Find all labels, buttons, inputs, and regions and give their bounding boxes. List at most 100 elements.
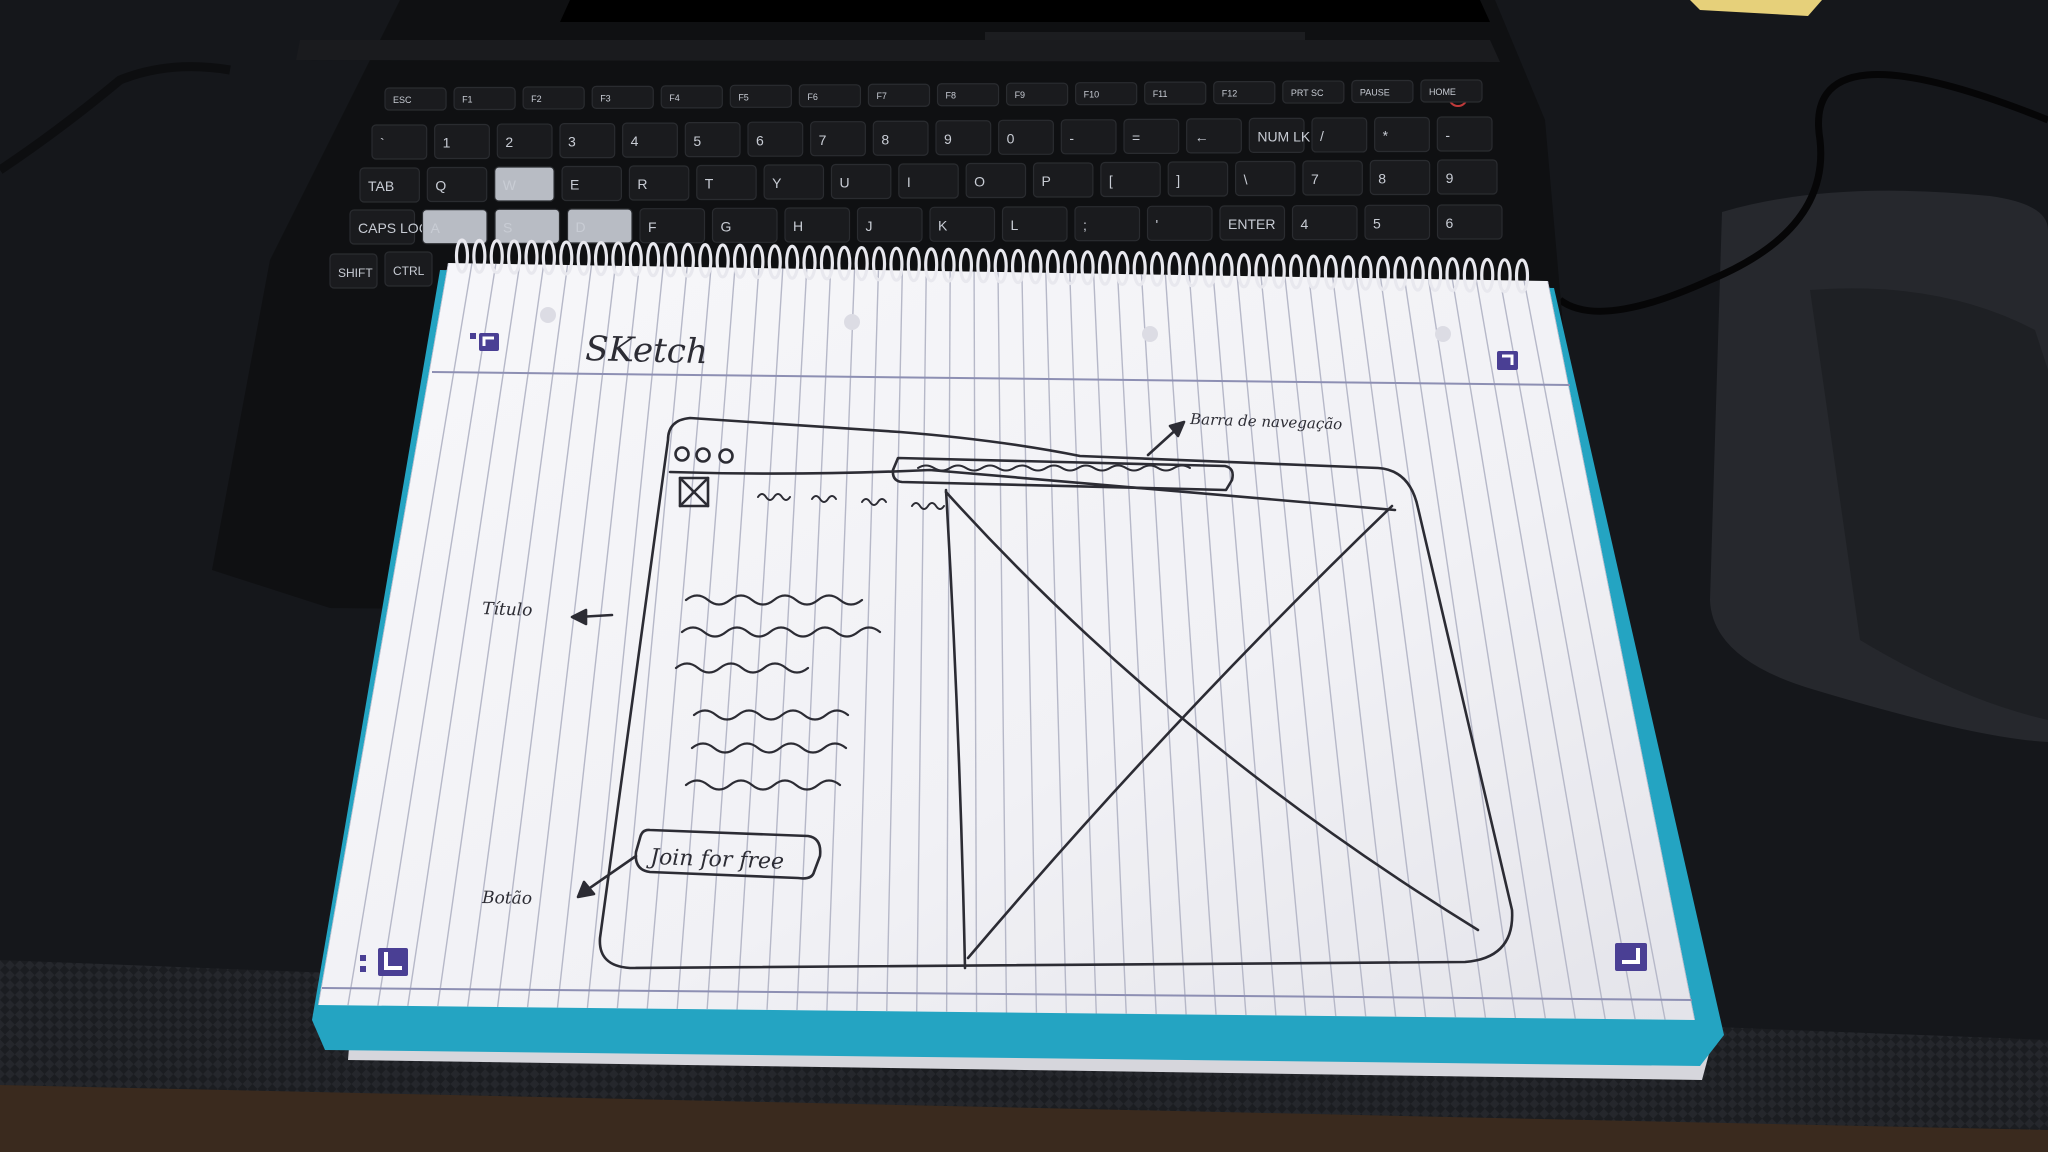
key-r[interactable]: R <box>628 165 690 201</box>
key-e[interactable]: E <box>561 165 623 202</box>
key-y[interactable]: Y <box>763 164 825 200</box>
key--[interactable]: ] <box>1167 161 1229 197</box>
key-l[interactable]: L <box>1001 206 1068 242</box>
key-4[interactable]: 4 <box>622 122 678 158</box>
key-p[interactable]: P <box>1032 162 1094 198</box>
key-5[interactable]: 5 <box>684 122 741 158</box>
nav-bar-arrowhead <box>1168 420 1186 438</box>
key-5[interactable]: 5 <box>1364 204 1431 240</box>
key-q[interactable]: Q <box>426 166 488 203</box>
key-j[interactable]: J <box>856 207 923 243</box>
key-8[interactable]: 8 <box>872 120 929 156</box>
key-f12[interactable]: F12 <box>1213 80 1276 105</box>
key-esc[interactable]: ESC <box>384 87 447 111</box>
key-o[interactable]: O <box>965 162 1027 199</box>
key--[interactable]: ' <box>1146 205 1213 241</box>
key-4[interactable]: 4 <box>1291 205 1358 241</box>
key-tab[interactable]: TAB <box>359 167 420 203</box>
key-2[interactable]: 2 <box>496 123 553 159</box>
key--[interactable]: \ <box>1234 160 1296 197</box>
key-enter[interactable]: ENTER <box>1219 205 1286 241</box>
key-g[interactable]: G <box>711 207 778 243</box>
ruling-line <box>736 268 784 1010</box>
ruling-line <box>915 270 927 1012</box>
ruling-line <box>646 267 712 1009</box>
key-f1[interactable]: F1 <box>453 86 516 111</box>
key--[interactable]: = <box>1123 118 1180 154</box>
key-3[interactable]: 3 <box>559 122 616 159</box>
svg-text:*: * <box>1383 128 1389 144</box>
key--[interactable]: ` <box>371 124 428 160</box>
ruling-line <box>556 266 641 1008</box>
address-bar-scribble <box>917 464 1191 472</box>
key-h[interactable]: H <box>784 207 851 243</box>
spiral-coil <box>1514 258 1530 294</box>
key-d[interactable]: D <box>566 208 633 244</box>
key-u[interactable]: U <box>830 163 892 200</box>
key-f4[interactable]: F4 <box>660 85 723 109</box>
svg-text:←: ← <box>1195 129 1209 145</box>
key-k[interactable]: K <box>929 206 996 242</box>
spiral-coil <box>663 242 678 278</box>
key-ctrl[interactable]: CTRL <box>384 251 433 287</box>
key-6[interactable]: 6 <box>1436 204 1503 240</box>
key-f2[interactable]: F2 <box>522 86 585 110</box>
key-9[interactable]: 9 <box>1437 159 1498 195</box>
key-f9[interactable]: F9 <box>1005 82 1069 106</box>
spiral-coil <box>611 241 626 277</box>
address-bar <box>891 456 1234 492</box>
spiral-coil <box>1063 249 1078 286</box>
key-f11[interactable]: F11 <box>1144 81 1207 105</box>
key--[interactable]: * <box>1374 116 1430 153</box>
ruling-line <box>1523 280 1666 1020</box>
key-a[interactable]: A <box>421 209 488 245</box>
key-t[interactable]: T <box>696 164 757 201</box>
key-f8[interactable]: F8 <box>936 83 1000 107</box>
key-1[interactable]: 1 <box>434 123 490 160</box>
key-8[interactable]: 8 <box>1369 159 1431 196</box>
key--[interactable]: [ <box>1100 161 1161 198</box>
svg-text:9: 9 <box>944 131 952 147</box>
key-shift[interactable]: SHIFT <box>329 253 378 289</box>
key--[interactable]: - <box>1436 116 1493 152</box>
key-6[interactable]: 6 <box>747 121 804 157</box>
ruling-line <box>1451 279 1576 1019</box>
key-7[interactable]: 7 <box>810 121 866 157</box>
key--[interactable]: - <box>1060 119 1117 155</box>
key-num-lk[interactable]: NUM LK <box>1248 117 1311 154</box>
key-pause[interactable]: PAUSE <box>1351 79 1414 104</box>
key--[interactable]: ← <box>1186 118 1242 154</box>
spiral-coil <box>1323 254 1338 290</box>
key-0[interactable]: 0 <box>998 119 1054 155</box>
svg-text:W: W <box>503 177 517 193</box>
laptop-screen-edge <box>560 0 1490 22</box>
key--[interactable]: ; <box>1074 206 1141 242</box>
key-f7[interactable]: F7 <box>867 83 931 107</box>
key-f10[interactable]: F10 <box>1075 82 1138 106</box>
title-scribble-4 <box>692 709 850 721</box>
ruling-line <box>1092 273 1127 1014</box>
spiral-coil <box>1045 249 1060 285</box>
key-f[interactable]: F <box>639 208 706 244</box>
key-7[interactable]: 7 <box>1302 160 1363 196</box>
key-home[interactable]: HOME <box>1420 79 1483 103</box>
key-caps-lock[interactable]: CAPS LOCK <box>349 209 439 245</box>
key-f3[interactable]: F3 <box>591 85 654 110</box>
window-dot-2 <box>695 447 711 463</box>
browser-header-line <box>668 468 1397 512</box>
key-w[interactable]: W <box>494 166 555 202</box>
spiral-coil <box>507 239 522 275</box>
svg-text:8: 8 <box>1378 171 1386 187</box>
svg-text:U: U <box>839 175 849 191</box>
key-s[interactable]: S <box>494 208 561 244</box>
ruling-line <box>997 271 1008 1013</box>
spiral-coil <box>541 240 556 276</box>
key-f5[interactable]: F5 <box>729 84 792 108</box>
svg-text:F12: F12 <box>1222 89 1238 99</box>
key-f6[interactable]: F6 <box>798 84 862 108</box>
key-9[interactable]: 9 <box>935 120 992 156</box>
svg-text:4: 4 <box>631 133 639 149</box>
key-prt-sc[interactable]: PRT SC <box>1282 80 1345 104</box>
key-i[interactable]: I <box>898 163 959 199</box>
key--[interactable]: / <box>1311 117 1368 153</box>
